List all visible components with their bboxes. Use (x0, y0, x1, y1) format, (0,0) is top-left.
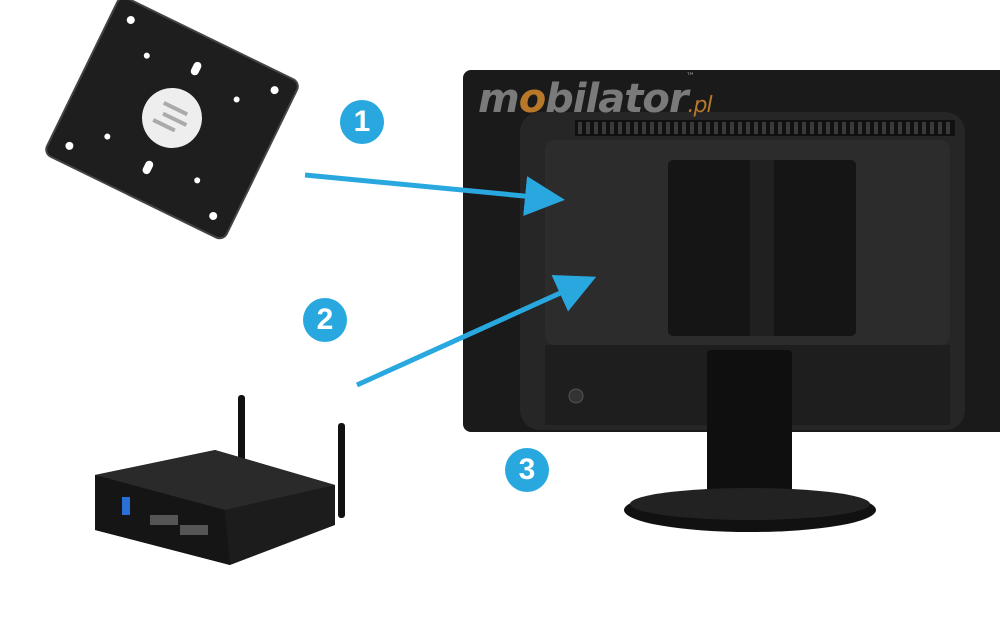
vent-slot (866, 122, 870, 134)
vent-slot (730, 122, 734, 134)
vent-slot (786, 122, 790, 134)
vent-slot (922, 122, 926, 134)
vent-slot (826, 122, 830, 134)
mini-pc (95, 395, 345, 565)
vesa-mount-plate (45, 0, 299, 240)
vent-slot (906, 122, 910, 134)
vent-slot (946, 122, 950, 134)
vent-slot (618, 122, 622, 134)
vent-slot (882, 122, 886, 134)
vent-slot (890, 122, 894, 134)
vent-slot (642, 122, 646, 134)
vent-slot (842, 122, 846, 134)
step-badge-3: 3 (505, 448, 549, 492)
vent-slot (674, 122, 678, 134)
step-badge-1: 1 (340, 100, 384, 144)
vent-slot (698, 122, 702, 134)
vent-slot (938, 122, 942, 134)
vent-slot (834, 122, 838, 134)
vent-slot (810, 122, 814, 134)
vent-slot (634, 122, 638, 134)
vent-slot (746, 122, 750, 134)
vent-slot (690, 122, 694, 134)
arrow-2 (355, 275, 597, 388)
vent-slot (602, 122, 606, 134)
mini-pc-mounted (668, 160, 856, 336)
vent-grille (575, 120, 955, 136)
vent-slot (578, 122, 582, 134)
arrow-1 (304, 172, 565, 217)
vent-slot (626, 122, 630, 134)
vent-slot (818, 122, 822, 134)
vent-slot (778, 122, 782, 134)
vent-slot (586, 122, 590, 134)
vent-slot (858, 122, 862, 134)
vent-slot (594, 122, 598, 134)
vent-slot (722, 122, 726, 134)
vent-slot (754, 122, 758, 134)
step-badge-2: 2 (303, 298, 347, 342)
vent-slot (650, 122, 654, 134)
vent-slot (762, 122, 766, 134)
vent-slot (914, 122, 918, 134)
vent-slot (714, 122, 718, 134)
vent-slot (770, 122, 774, 134)
vent-slot (874, 122, 878, 134)
vent-slot (794, 122, 798, 134)
vent-slot (610, 122, 614, 134)
monitor-stand (624, 350, 876, 532)
vent-slot (930, 122, 934, 134)
vent-slot (802, 122, 806, 134)
vent-slot (666, 122, 670, 134)
vent-slot (682, 122, 686, 134)
vent-slot (658, 122, 662, 134)
vent-slot (706, 122, 710, 134)
vent-slot (850, 122, 854, 134)
vent-slot (738, 122, 742, 134)
vent-slot (898, 122, 902, 134)
